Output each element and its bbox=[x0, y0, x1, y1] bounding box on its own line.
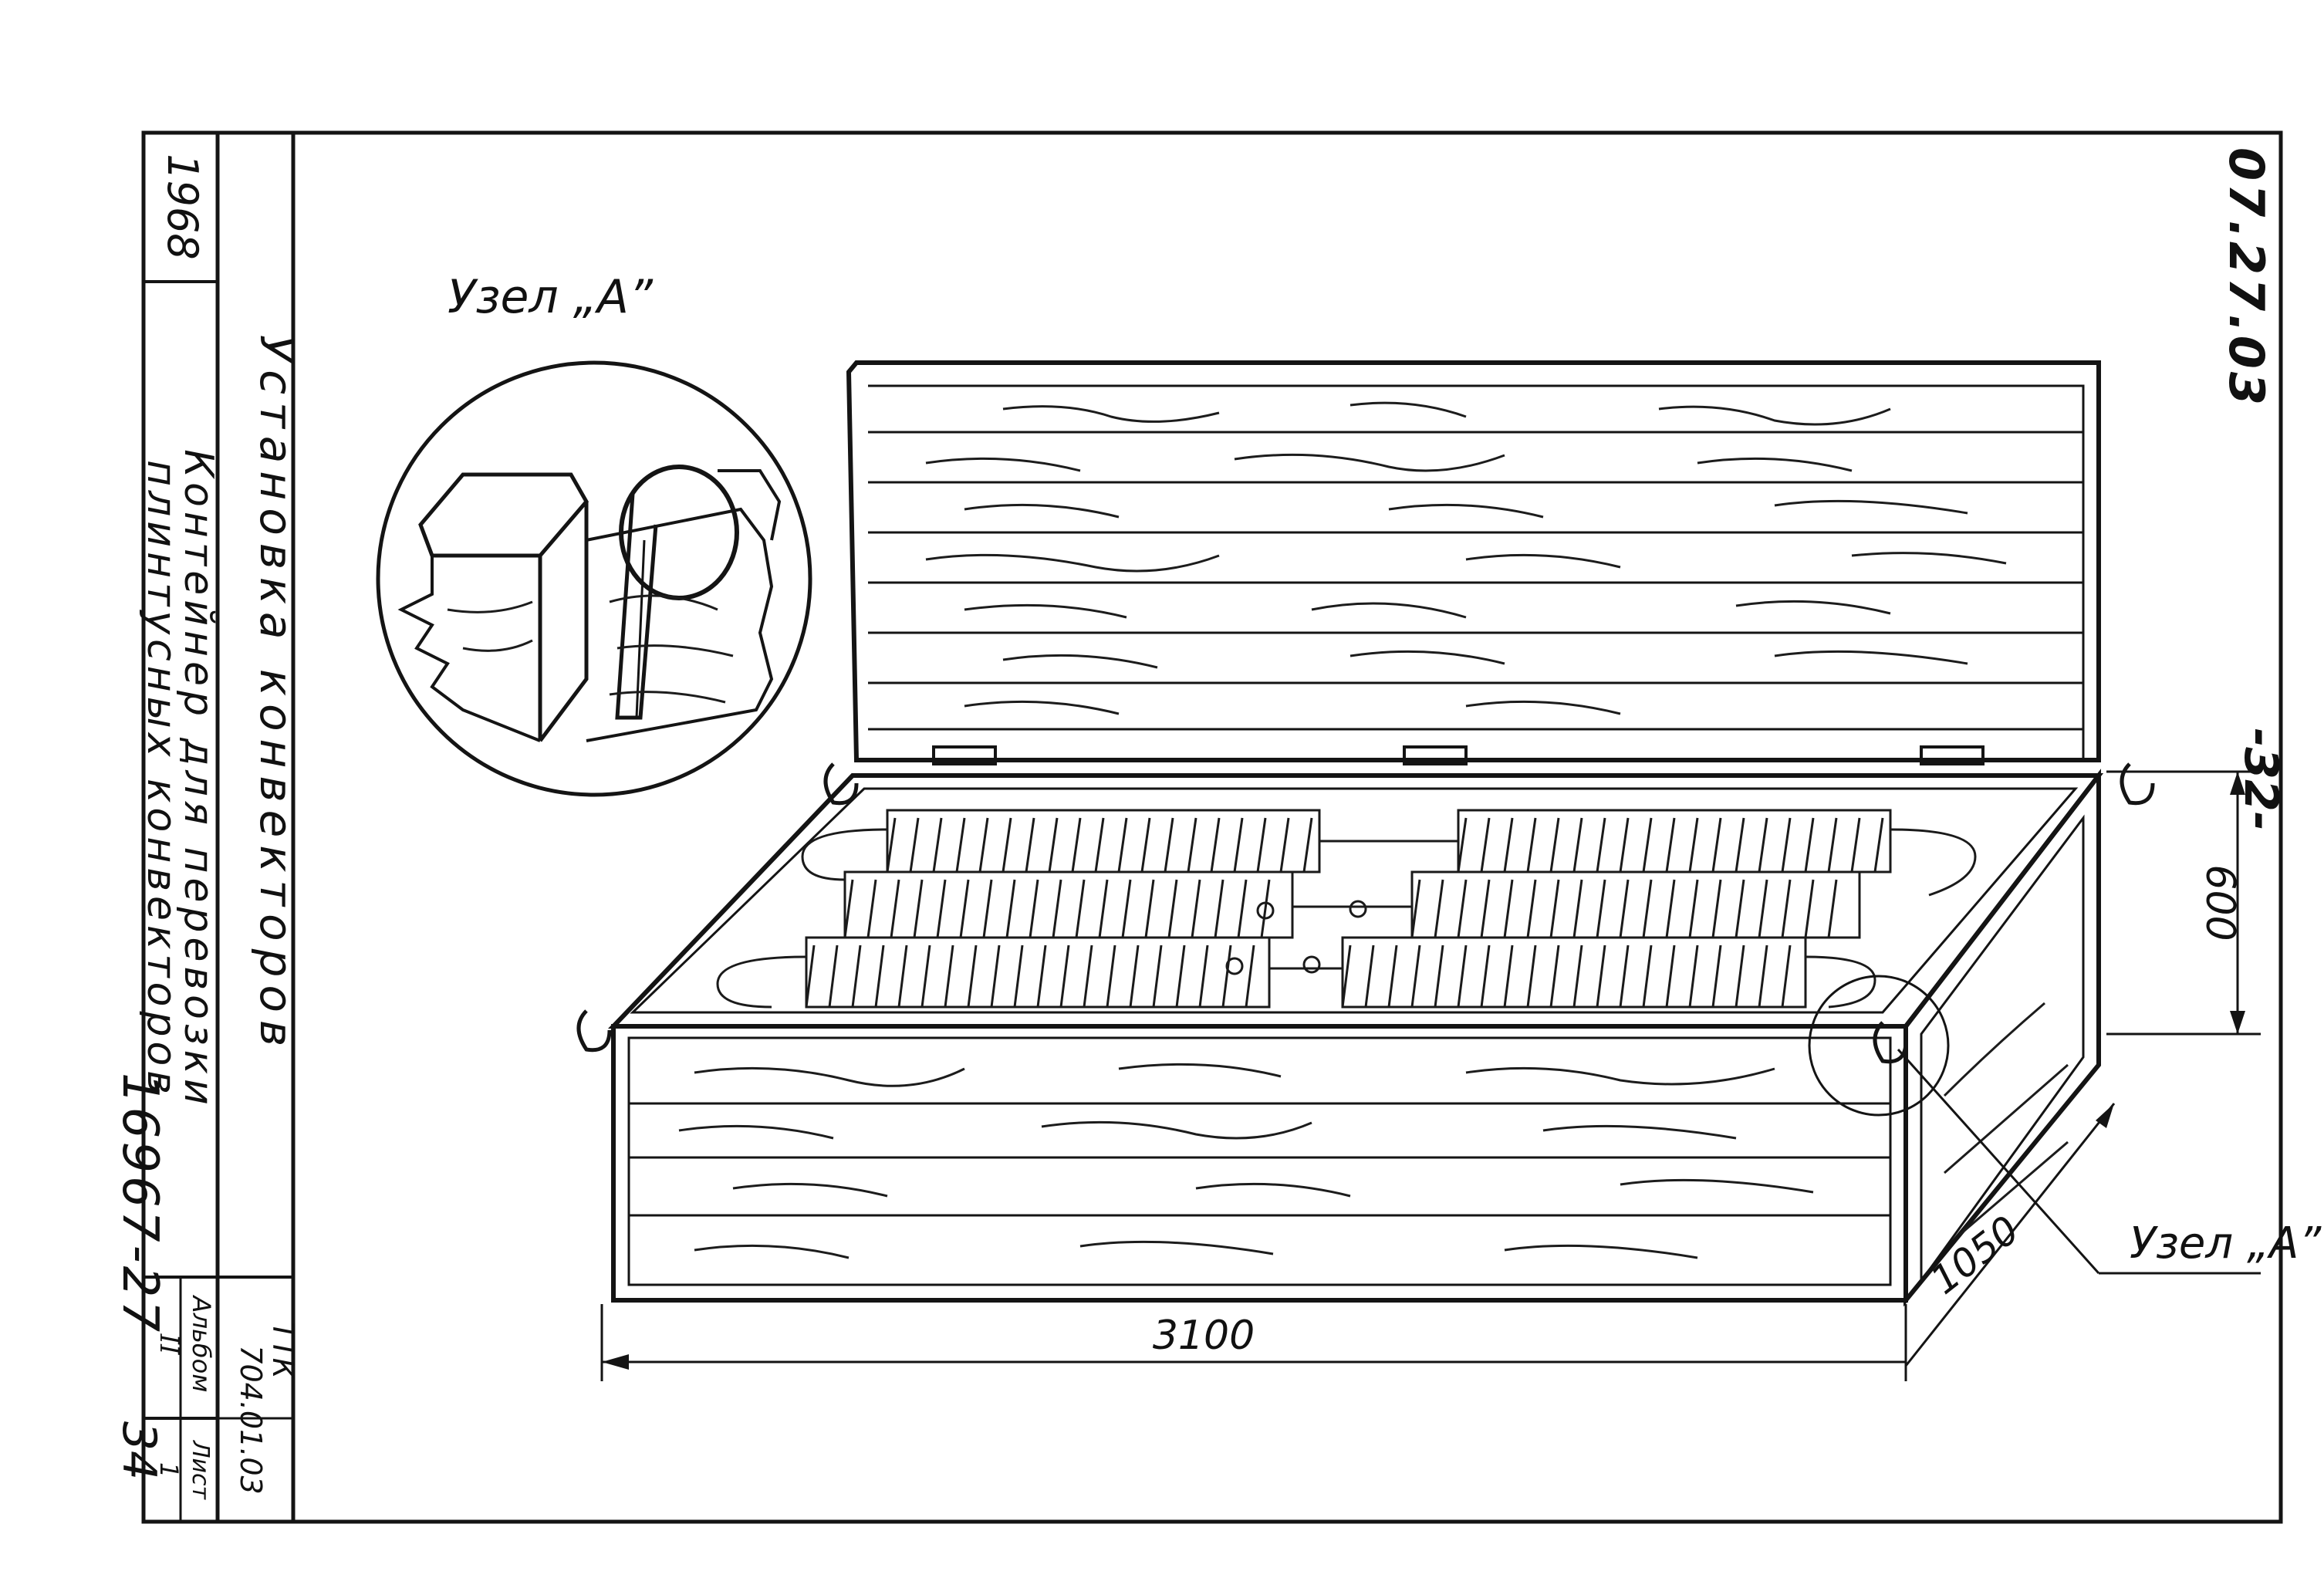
dimension-height: 600 bbox=[2106, 770, 2261, 1036]
detail-title: Узел „А” bbox=[448, 270, 654, 324]
dimension-height-label: 600 bbox=[2197, 864, 2243, 941]
convector-group-right bbox=[1341, 809, 1977, 1009]
detail-a-circle bbox=[376, 360, 812, 797]
dimension-width: 1050 bbox=[1904, 1103, 2116, 1367]
title-subtitle-line2: плинтусных конвекторов bbox=[138, 460, 184, 1099]
container-drawing bbox=[576, 360, 2155, 1307]
sheet-frame bbox=[141, 130, 2283, 1524]
title-main: Установка конвекторов bbox=[250, 335, 302, 1054]
page-mark: -32- bbox=[2234, 728, 2288, 830]
archive-number: 16967-27 bbox=[111, 1073, 168, 1335]
convector-group-left bbox=[716, 809, 1321, 1009]
title-album-label: Альбом bbox=[187, 1295, 216, 1393]
title-doc-label: ТТК bbox=[266, 1322, 300, 1380]
title-sheet-number: 1 bbox=[154, 1462, 184, 1478]
detail-callout-label: Узел „А” bbox=[2130, 1218, 2322, 1269]
title-sheet-label: Лист bbox=[187, 1440, 214, 1501]
title-album-number: II bbox=[154, 1333, 184, 1355]
title-subtitle-line1: Контейнер для перевозки bbox=[175, 449, 221, 1110]
dimension-length-label: 3100 bbox=[1153, 1313, 1255, 1359]
pipe-connections bbox=[1225, 840, 1458, 975]
dimension-length: 3100 bbox=[600, 1304, 1907, 1381]
title-year: 1968 bbox=[158, 154, 207, 259]
detail-a-callout: Узел „А” bbox=[1897, 1048, 2322, 1275]
title-block: 1968 Контейнер для перевозки плинтусных … bbox=[138, 154, 302, 1500]
title-doc-number: 704.01.03 bbox=[234, 1345, 268, 1494]
archive-page: 34 bbox=[112, 1421, 166, 1480]
drawing-code: 07.27.03 bbox=[2218, 147, 2275, 408]
